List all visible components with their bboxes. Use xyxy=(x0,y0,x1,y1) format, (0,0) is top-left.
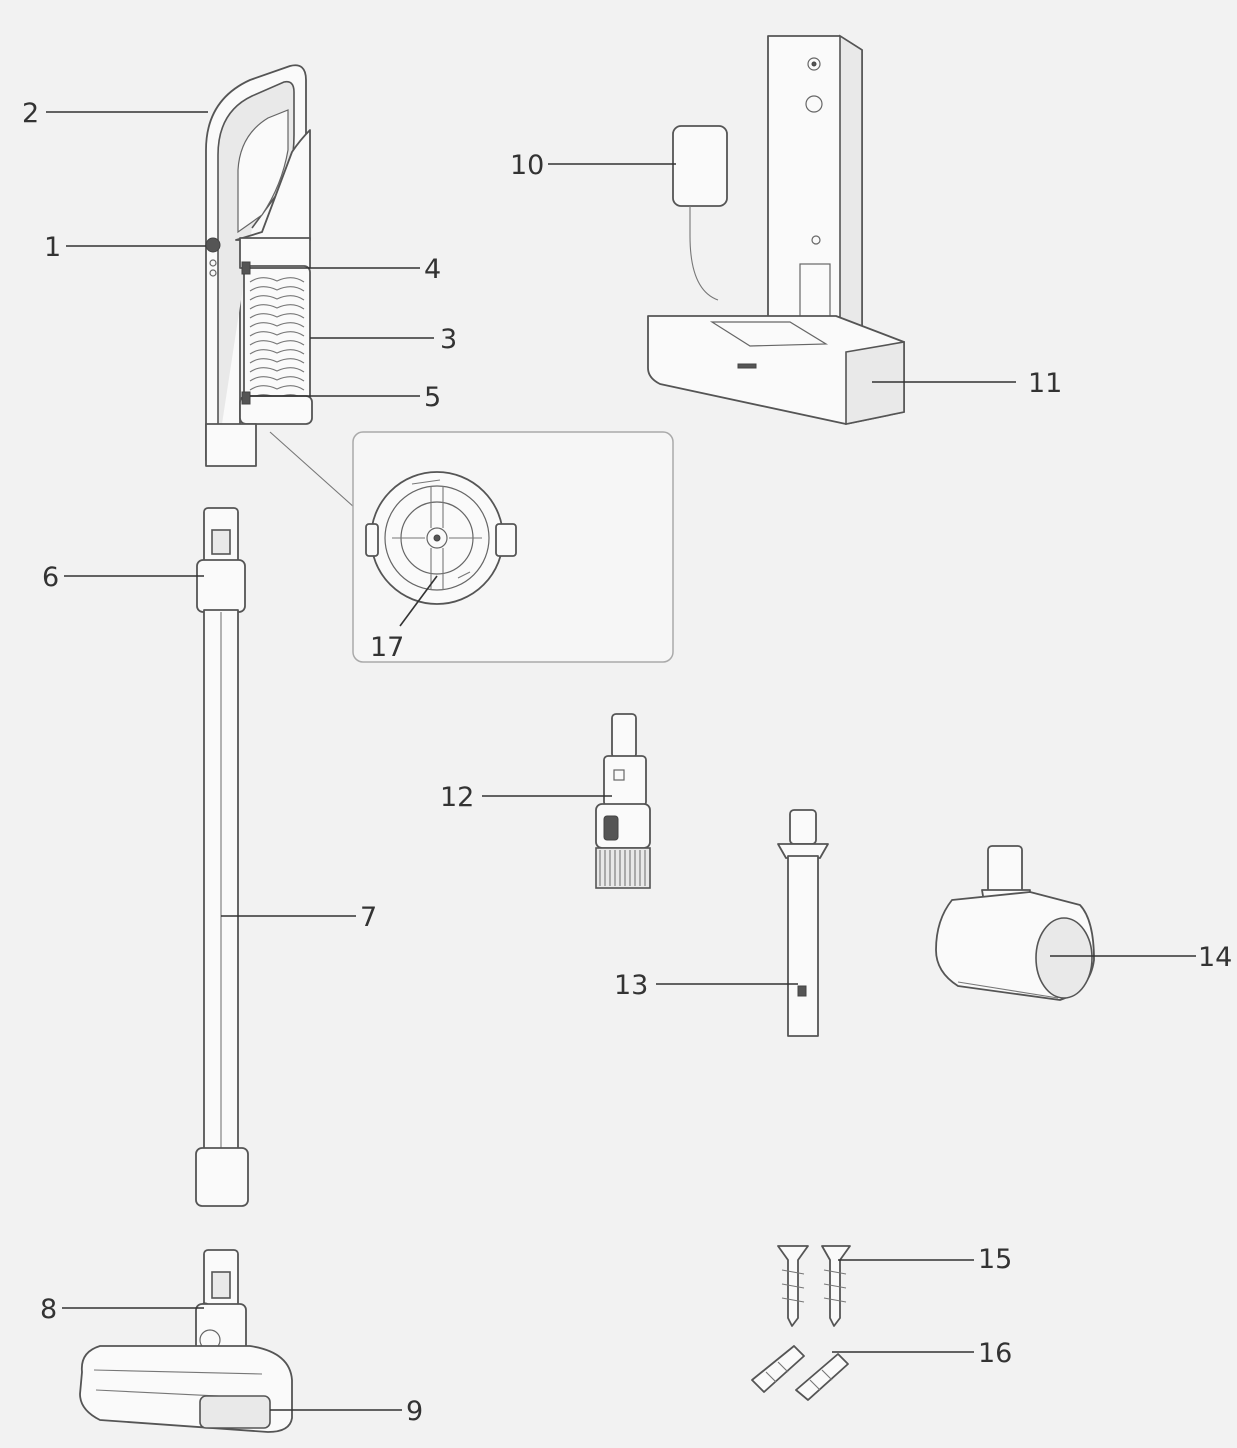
wall-anchors-illustration xyxy=(751,1345,849,1401)
mesh-stroke xyxy=(249,331,305,337)
callout-label-12: 12 xyxy=(440,782,474,813)
mesh-stroke xyxy=(249,286,305,292)
mesh-stroke xyxy=(249,349,305,355)
crevice-tool-illustration xyxy=(777,809,829,1037)
callout-label-17: 17 xyxy=(370,632,404,663)
brush-bristles xyxy=(599,850,646,886)
callout-label-14: 14 xyxy=(1198,942,1232,973)
mesh-stroke xyxy=(249,304,305,310)
mesh-stroke xyxy=(249,376,305,382)
callout-label-4: 4 xyxy=(424,254,441,285)
power-button-icon xyxy=(205,237,221,253)
mesh-stroke xyxy=(249,322,305,328)
callout-label-6: 6 xyxy=(42,562,59,593)
mesh-stroke xyxy=(249,295,305,301)
wall-mount-dock-illustration xyxy=(647,34,905,425)
power-adapter-illustration xyxy=(672,125,728,301)
floor-brush-illustration xyxy=(79,1249,293,1433)
callout-label-1: 1 xyxy=(44,232,61,263)
callout-label-15: 15 xyxy=(978,1244,1012,1275)
callout-label-7: 7 xyxy=(360,902,377,933)
callout-label-3: 3 xyxy=(440,324,457,355)
mini-motor-brush-illustration xyxy=(935,845,1095,1001)
callout-label-10: 10 xyxy=(510,150,544,181)
screws-illustration xyxy=(777,1245,851,1327)
filter-detail-inset xyxy=(269,431,674,663)
callout-label-11: 11 xyxy=(1028,368,1062,399)
extension-tube-illustration xyxy=(195,507,249,1207)
mesh-stroke xyxy=(249,385,305,391)
callout-label-8: 8 xyxy=(40,1294,57,1325)
dusting-brush-illustration xyxy=(595,713,651,889)
mesh-stroke xyxy=(249,277,305,283)
callout-label-13: 13 xyxy=(614,970,648,1001)
mesh-stroke xyxy=(249,313,305,319)
callout-label-16: 16 xyxy=(978,1338,1012,1369)
mesh-stroke xyxy=(249,367,305,373)
mesh-stroke xyxy=(249,340,305,346)
callout-label-5: 5 xyxy=(424,382,441,413)
callout-label-2: 2 xyxy=(22,98,39,129)
main-body-illustration xyxy=(205,64,313,467)
leader-lines xyxy=(46,111,1196,1411)
mesh-stroke xyxy=(249,358,305,364)
callout-labels: 1 2 3 4 5 6 7 8 9 10 11 12 13 14 15 16 1… xyxy=(22,98,1232,1427)
callout-label-9: 9 xyxy=(406,1396,423,1427)
